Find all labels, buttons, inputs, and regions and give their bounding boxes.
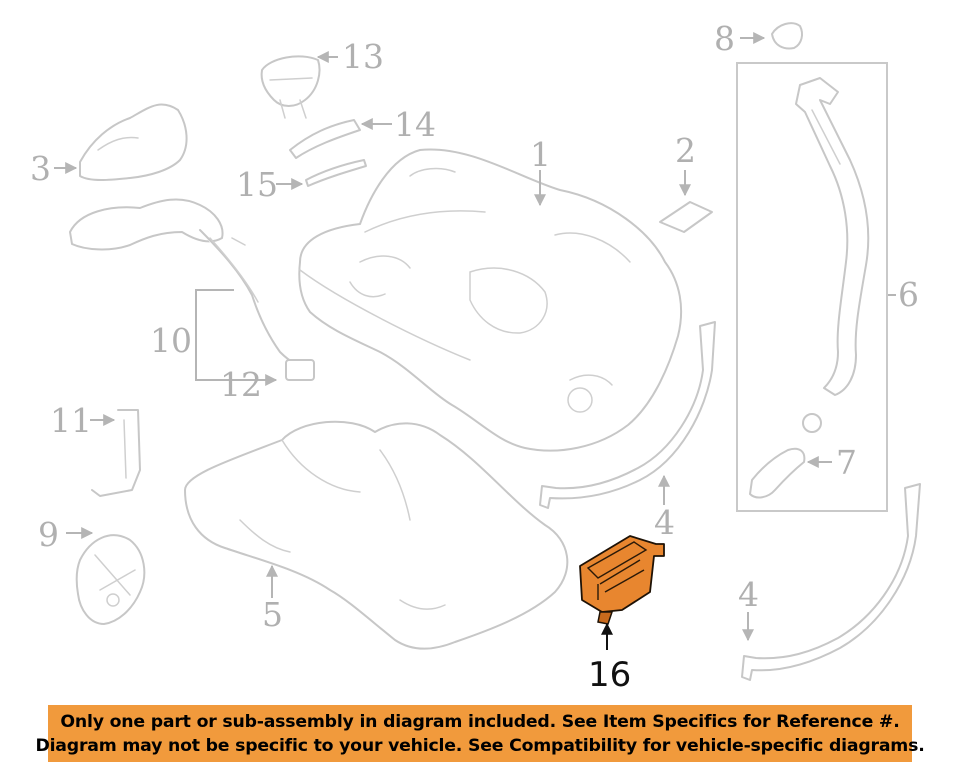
part-1-fuel-tank	[298, 148, 683, 452]
part-9-sender	[75, 534, 146, 625]
part-4-strap-upper	[539, 321, 716, 509]
callout-10: 10	[150, 321, 192, 360]
callout-9: 9	[38, 515, 59, 554]
part-6-filler-neck	[795, 77, 870, 396]
callout-2: 2	[675, 131, 696, 170]
callout-8: 8	[714, 19, 735, 58]
part-2-pad	[659, 201, 713, 233]
callout-16: 16	[588, 655, 631, 695]
callout-3: 3	[30, 149, 51, 188]
part-11-bracket	[91, 409, 141, 497]
part-15-gasket	[305, 159, 367, 187]
disclaimer-line-2: Diagram may not be specific to your vehi…	[35, 735, 925, 756]
part-7-hose	[749, 413, 822, 499]
part-13-pump-module	[260, 55, 321, 119]
part-16-control-module	[579, 535, 665, 625]
leader-lines	[54, 32, 896, 650]
callout-15: 15	[236, 165, 278, 204]
callout-6: 6	[898, 275, 919, 314]
part-6-frame	[736, 62, 888, 512]
disclaimer-banner: Only one part or sub-assembly in diagram…	[35, 705, 925, 762]
disclaimer-line-1: Only one part or sub-assembly in diagram…	[60, 711, 900, 732]
part-5-tank-shield	[184, 420, 569, 650]
callout-4-lower: 4	[738, 575, 759, 614]
callout-13: 13	[342, 37, 384, 76]
part-3-heat-shield	[79, 103, 188, 181]
callout-7: 7	[836, 443, 857, 482]
callout-14: 14	[394, 105, 436, 144]
callout-4-upper: 4	[654, 503, 675, 542]
part-8-cap	[771, 22, 803, 50]
part-10-fuel-pump	[69, 198, 315, 381]
callout-5: 5	[262, 595, 283, 634]
part-4-strap-lower	[741, 483, 921, 681]
callout-1: 1	[530, 135, 551, 174]
part-14-seal	[289, 119, 361, 159]
callout-12: 12	[220, 365, 262, 404]
parts-diagram: 1 2 3 4 4 5 6 7 8 9 10 11 12 13 14 15 16	[30, 19, 921, 695]
callout-11: 11	[50, 401, 92, 440]
